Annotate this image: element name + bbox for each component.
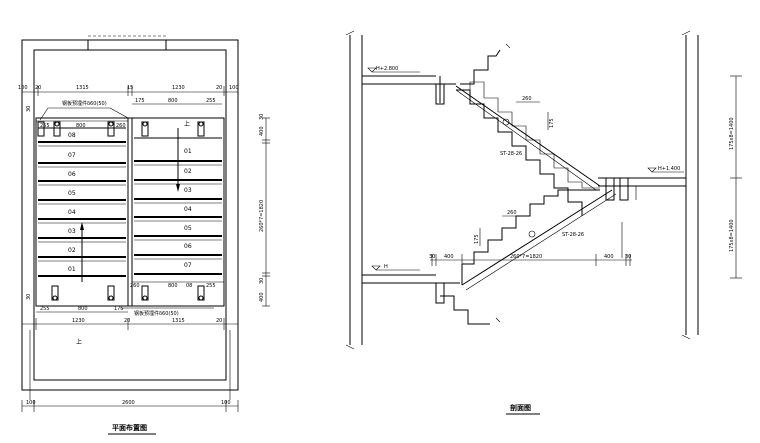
dim-text: 30 [625, 254, 631, 260]
dim-text: 260*7=1820 [510, 254, 542, 260]
dim-text: 260 [116, 123, 126, 129]
dim-text: 255 [40, 123, 50, 129]
dim-text: 30 [429, 254, 435, 260]
level-marker-icon [367, 67, 377, 73]
dim-text: 1230 [172, 85, 185, 91]
tread-dim: 260 [522, 96, 532, 102]
dim-text: 800 [168, 283, 178, 289]
right-step-label: 02 [184, 168, 192, 175]
left-step-label: 07 [68, 152, 76, 159]
elev-text: H+2.800 [376, 66, 398, 72]
dim-text: 255 [40, 306, 50, 312]
dim-text: 20 [124, 318, 130, 324]
section-view: H+2.800 H+1.400 H 260 175 ST-28-26 260 1… [345, 30, 742, 415]
dim-text: 800 [168, 98, 178, 104]
left-step-label: 08 [68, 132, 76, 139]
dim-text: 800 [78, 306, 88, 312]
dim-text: 255 [206, 283, 216, 289]
lower-flight [462, 189, 600, 265]
upper-stair-profile [460, 49, 501, 85]
dim-text: 20 [35, 85, 41, 91]
dim-text: 260 [130, 283, 140, 289]
left-step-label: 04 [68, 209, 76, 216]
dim-text: 260*7=1820 [259, 200, 265, 232]
dim-text: 30 [26, 106, 32, 112]
up-label: 上 [184, 120, 190, 128]
dim-text: 175 [114, 306, 124, 312]
right-step-label: 03 [184, 187, 192, 194]
right-step-label: 01 [184, 148, 192, 155]
right-step-label: 06 [184, 243, 192, 250]
elev-text: H+1.400 [658, 166, 680, 172]
left-step-label: 01 [68, 266, 76, 273]
left-step-label: 06 [68, 171, 76, 178]
upper-flight [456, 89, 583, 216]
section-mark-icon [528, 230, 536, 238]
arrow-head-icon [80, 222, 84, 230]
member-label: ST-28-26 [562, 232, 584, 238]
bottom-landing-bolts [51, 285, 205, 301]
dim-text: 100 [229, 85, 239, 91]
tread-dim: 260 [507, 210, 517, 216]
dim-text: 400 [259, 292, 265, 302]
dim-text: 15 [127, 85, 133, 91]
section-title: 剖面图 [510, 403, 531, 412]
dim-text: 100 [221, 400, 231, 406]
dim-text: 1315 [76, 85, 89, 91]
dim-text: 30 [26, 294, 32, 300]
level-marker-icon [647, 167, 657, 173]
up-label: 上 [76, 338, 82, 346]
stair-frame [35, 117, 225, 307]
left-flight: 08 07 06 05 04 03 02 01 [38, 127, 126, 282]
right-step-label: 05 [184, 225, 192, 232]
plan-title: 平面布置图 [112, 423, 147, 432]
landing-note: 钢板预埋件δ60(50) [62, 100, 107, 107]
dim-text: 400 [259, 126, 265, 136]
dim-text: 100 [18, 85, 28, 91]
riser-dim: 175 [474, 234, 480, 244]
member-label: ST-28-26 [500, 151, 522, 157]
left-step-label: 05 [68, 190, 76, 197]
dim-text: 800 [76, 123, 86, 129]
dim-text: 1315 [172, 318, 185, 324]
dim-text: 100 [26, 400, 36, 406]
dim-text: 20 [216, 85, 222, 91]
right-step-label: 04 [184, 206, 192, 213]
dim-text: 2600 [122, 400, 135, 406]
dim-text: 08 [186, 283, 192, 289]
section-mark-icon [502, 118, 510, 126]
dim-text: 20 [216, 318, 222, 324]
level-marker-icon [371, 265, 381, 271]
elev-text: H [384, 264, 388, 270]
dim-text: 30 [259, 114, 265, 120]
dim-text: 400 [444, 254, 454, 260]
dim-text: 30 [259, 278, 265, 284]
left-step-label: 03 [68, 228, 76, 235]
right-step-label: 07 [184, 262, 192, 269]
outer-wall [21, 39, 239, 391]
dim-text: 1230 [72, 318, 85, 324]
dim-text: 175x8=1400 [729, 219, 735, 252]
right-flight: 01 02 03 04 05 06 07 上 [134, 120, 222, 275]
left-step-label: 02 [68, 247, 76, 254]
dim-text: 255 [206, 98, 216, 104]
top-landing-bolts [37, 121, 205, 137]
arrow-head-icon [176, 184, 180, 192]
dim-text: 175x8=1400 [729, 117, 735, 150]
landing-note: 钢板预埋件δ60(50) [134, 310, 179, 317]
dim-text: 400 [604, 254, 614, 260]
plan-view: 08 07 06 05 04 03 02 01 [18, 35, 270, 435]
riser-dim: 175 [549, 118, 555, 128]
inner-wall [33, 49, 227, 381]
dim-text: 175 [135, 98, 145, 104]
